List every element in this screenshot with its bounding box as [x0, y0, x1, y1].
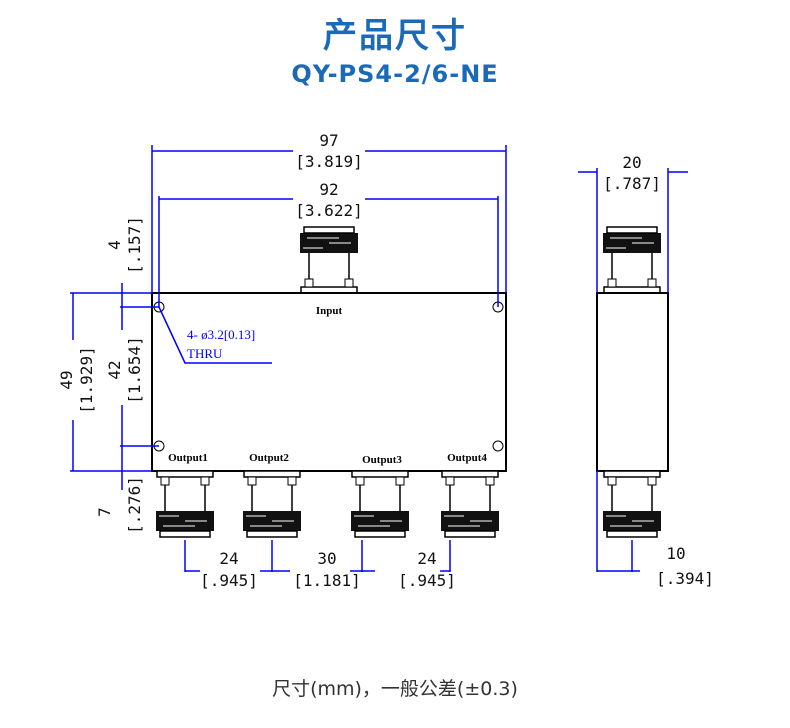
- output-connector: [242, 470, 302, 538]
- hole-note: 4- ø3.2[0.13]: [187, 327, 255, 342]
- output4-label: Output4: [447, 452, 487, 464]
- hole-leader: [158, 306, 272, 364]
- output-connector: [350, 470, 410, 538]
- dim-7-in: [.276]: [125, 476, 144, 534]
- output3-label: Output3: [362, 454, 402, 466]
- dim-7: 7: [95, 507, 114, 517]
- dim-24b-in: [.945]: [398, 571, 456, 590]
- dim-97-in: [3.819]: [295, 152, 362, 171]
- dim-4-in: [.157]: [125, 216, 144, 274]
- dim-24b: 24: [417, 549, 436, 568]
- dim-10: 10: [666, 544, 685, 563]
- dim-10-in: [.394]: [656, 569, 714, 588]
- dim-30: 30: [317, 549, 336, 568]
- dim-49: 49: [57, 370, 76, 389]
- model-number: QY-PS4-2/6-NE: [291, 60, 499, 88]
- dim-24a-in: [.945]: [200, 571, 258, 590]
- input-connector: [299, 226, 359, 294]
- dim-4: 4: [105, 240, 124, 250]
- page-title: 产品尺寸: [323, 16, 467, 56]
- mount-hole: [492, 440, 504, 452]
- hole-note-thru: THRU: [187, 346, 223, 361]
- dim-92: 92: [319, 180, 338, 199]
- splitter-body: [151, 292, 507, 472]
- dim-24a: 24: [219, 549, 238, 568]
- dim-42: 42: [105, 360, 124, 379]
- dim-49-in: [1.929]: [77, 346, 96, 413]
- dim-20: 20: [622, 153, 641, 172]
- dim-42-in: [1.654]: [125, 336, 144, 403]
- output1-label: Output1: [168, 452, 208, 464]
- tolerance-note: 尺寸(mm)，一般公差(±0.3): [272, 678, 518, 700]
- dim-20-in: [.787]: [603, 174, 661, 193]
- side-view: [596, 226, 669, 538]
- dim-97: 97: [319, 131, 338, 150]
- output-connector: [155, 470, 215, 538]
- front-view: Input Output1 Output2 Output3 Output4: [151, 226, 507, 538]
- output2-label: Output2: [249, 452, 289, 464]
- dim-92-in: [3.622]: [295, 201, 362, 220]
- output-connector: [440, 470, 500, 538]
- dim-30-in: [1.181]: [293, 571, 360, 590]
- input-label: Input: [316, 305, 343, 317]
